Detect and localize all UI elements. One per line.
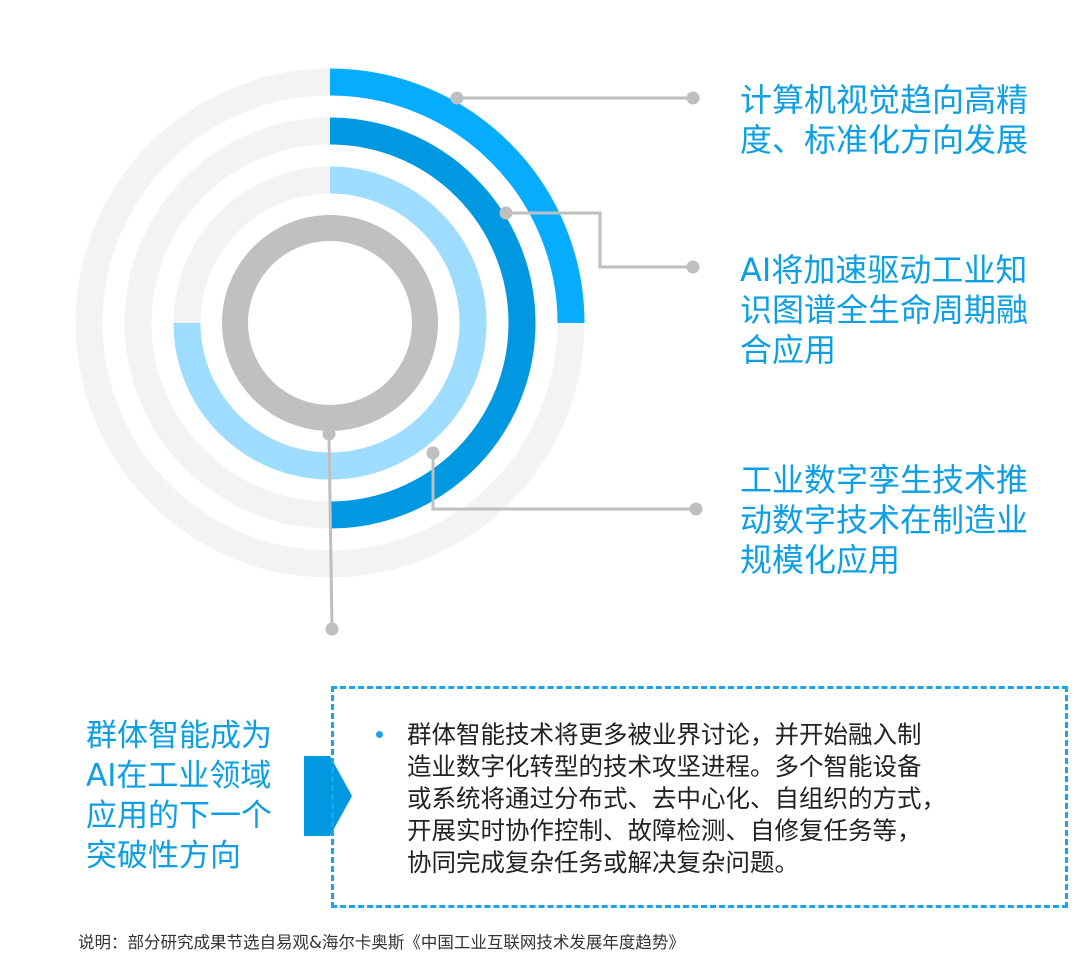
connector-3-start-dot: [426, 446, 440, 460]
callout-line: 工业数字孪生技术推: [740, 461, 1029, 499]
footnote: 说明：部分研究成果节选自易观&海尔卡奥斯《中国工业互联网技术发展年度趋势》: [78, 933, 685, 952]
connectors: [327, 96, 696, 630]
connector-4-start-dot: [322, 427, 336, 441]
third-ring-arc: [173, 166, 487, 480]
inner-ring: [222, 215, 438, 431]
connector-dots: [322, 91, 703, 636]
connector-2-start-dot: [499, 206, 513, 220]
callout-line: AI将加速驱动工业知: [740, 251, 1028, 289]
detail-line: 开展实时协作控制、故障检测、自修复任务等，: [407, 816, 922, 845]
headline-line: 群体智能成为: [86, 718, 272, 754]
connector-4-line: [327, 433, 334, 630]
callout-line: 动数字技术在制造业: [740, 501, 1029, 539]
connector-1-end-dot: [686, 91, 700, 105]
callout-line: 识图谱全生命周期融: [740, 291, 1029, 329]
detail-box: 群体智能技术将更多被业界讨论，并开始融入制 造业数字化转型的技术攻坚进程。多个智…: [331, 686, 1068, 908]
connector-3-end-dot: [689, 502, 703, 516]
headline-line: 突破性方向: [86, 838, 241, 874]
connector-2-end-dot: [686, 260, 700, 274]
concentric-ring-diagram: [75, 68, 703, 636]
connector-1-start-dot: [450, 91, 464, 105]
detail-line: 协同完成复杂任务或解决复杂问题。: [407, 848, 799, 877]
connector-4-end-dot: [325, 622, 339, 636]
connector-3-line: [431, 453, 696, 511]
callout-line: 规模化应用: [740, 541, 901, 579]
outer-ring-arc: [329, 68, 585, 324]
callout-line: 度、标准化方向发展: [740, 121, 1029, 159]
headline-line: 应用的下一个: [86, 798, 272, 834]
detail-line: 群体智能技术将更多被业界讨论，并开始融入制: [407, 720, 922, 749]
callout-line: 合应用: [740, 331, 837, 369]
detail-text: 群体智能技术将更多被业界讨论，并开始融入制 造业数字化转型的技术攻坚进程。多个智…: [407, 719, 1057, 879]
detail-line: 或系统将通过分布式、去中心化、自组织的方式，: [407, 784, 946, 813]
callout-knowledge-graph: AI将加速驱动工业知 识图谱全生命周期融 合应用: [740, 250, 1060, 370]
arrow-pointer-icon: [304, 756, 352, 836]
bullet-dot-icon: [376, 731, 383, 738]
second-ring-arc: [329, 117, 536, 529]
callout-line: 计算机视觉趋向高精: [740, 81, 1029, 119]
callout-computer-vision: 计算机视觉趋向高精 度、标准化方向发展: [740, 80, 1060, 160]
headline-line: AI在工业领域: [86, 758, 272, 794]
callout-digital-twin: 工业数字孪生技术推 动数字技术在制造业 规模化应用: [740, 460, 1060, 580]
connector-2-line: [506, 211, 693, 269]
detail-line: 造业数字化转型的技术攻坚进程。多个智能设备: [407, 752, 922, 781]
headline-swarm-intelligence: 群体智能成为 AI在工业领域 应用的下一个 突破性方向: [86, 716, 316, 876]
